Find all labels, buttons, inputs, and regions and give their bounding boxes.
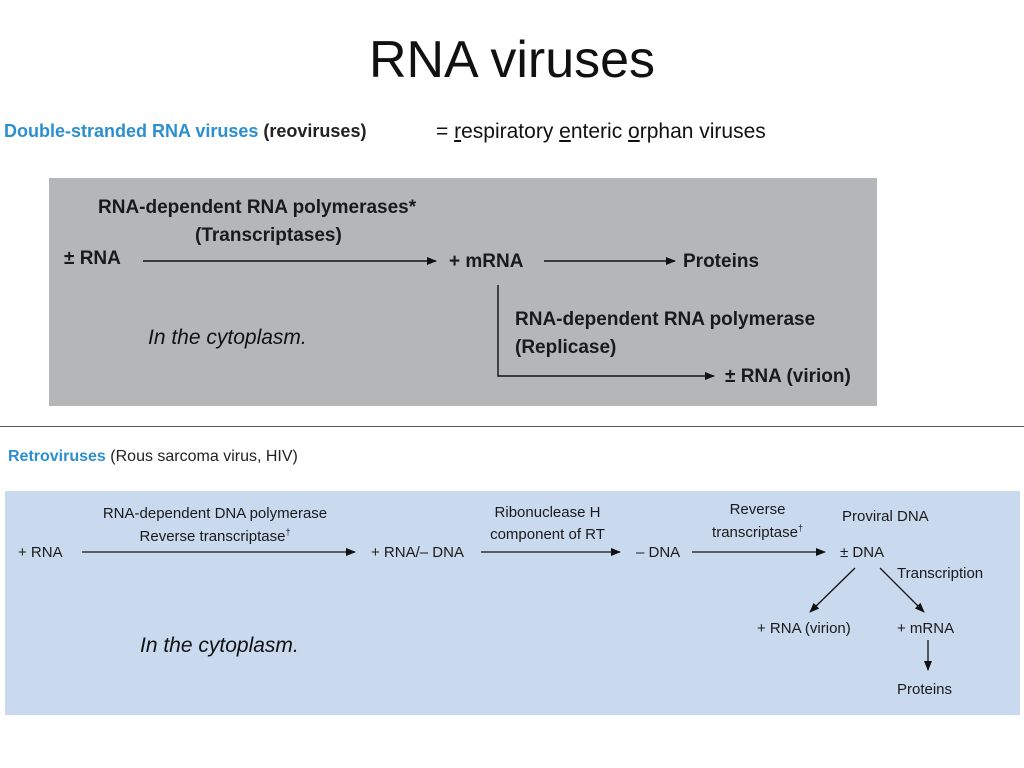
- enzyme-replicase-line2: (Replicase): [515, 337, 617, 358]
- expansion-letter-o: o: [628, 120, 640, 143]
- enzyme-reverse-line1: Reverse: [729, 501, 786, 518]
- node-proteins: Proteins: [683, 251, 760, 272]
- dagger-mark: †: [797, 523, 803, 533]
- expansion-letter-r: r: [454, 120, 462, 143]
- enzyme-rnase-h-line1: Ribonuclease H: [494, 504, 601, 521]
- node-plus-mrna: + mRNA: [897, 620, 955, 637]
- node-plus-rna: + RNA: [18, 544, 63, 561]
- label-transcription: Transcription: [897, 565, 984, 582]
- slide-title: RNA viruses: [368, 31, 656, 89]
- node-plus-rna-virion: + RNA (virion): [757, 620, 851, 637]
- reovirus-pathway-panel: [49, 178, 877, 406]
- enzyme-reverse-line2: transcriptase†: [695, 523, 820, 541]
- section-divider: [0, 426, 1024, 427]
- expansion-prefix: =: [436, 120, 455, 143]
- node-ds-dna: ± DNA: [840, 544, 885, 561]
- node-minus-dna: – DNA: [636, 544, 681, 561]
- node-rna-dna-hybrid: + RNA/– DNA: [371, 544, 464, 561]
- label-proviral-dna: Proviral DNA: [842, 508, 929, 525]
- enzyme-rnase-h-line2: component of RT: [490, 526, 605, 543]
- node-plus-mrna: + mRNA: [449, 251, 524, 272]
- location-label-reovirus: In the cytoplasm.: [148, 326, 307, 349]
- reo-acronym-expansion: = respiratory enteric orphan viruses: [436, 120, 766, 144]
- dagger-mark: †: [285, 527, 291, 537]
- expansion-letter-e: e: [559, 120, 571, 143]
- enzyme-rt-line2: Reverse transcriptase†: [70, 527, 360, 545]
- enzyme-rt-line1: RNA-dependent DNA polymerase: [102, 505, 328, 522]
- enzyme-reverse-name: transcriptase: [712, 524, 798, 541]
- section-header-paren: (reoviruses): [263, 121, 367, 141]
- section-header-main: Double-stranded RNA viruses: [4, 121, 259, 141]
- expansion-word-orphan: rphan viruses: [639, 120, 766, 143]
- node-proteins: Proteins: [897, 681, 953, 698]
- expansion-word-enteric: nteric: [570, 120, 629, 143]
- location-label-retrovirus: In the cytoplasm.: [140, 634, 299, 657]
- enzyme-transcriptase-line1: RNA-dependent RNA polymerases*: [98, 197, 417, 218]
- node-ds-rna-virion: ± RNA (virion): [725, 366, 851, 387]
- enzyme-replicase-line1: RNA-dependent RNA polymerase: [515, 309, 816, 330]
- section-header-retroviruses: Retroviruses (Rous sarcoma virus, HIV): [8, 448, 298, 466]
- node-ds-rna: ± RNA: [64, 248, 121, 269]
- expansion-word-respiratory: espiratory: [461, 120, 560, 143]
- enzyme-transcriptase-line2: (Transcriptases): [195, 225, 342, 246]
- section-header-main: Retroviruses: [8, 448, 106, 465]
- section-header-paren: (Rous sarcoma virus, HIV): [110, 448, 298, 465]
- section-header-reoviruses: Double-stranded RNA viruses (reoviruses): [4, 121, 366, 142]
- enzyme-rt-name: Reverse transcriptase: [139, 528, 286, 545]
